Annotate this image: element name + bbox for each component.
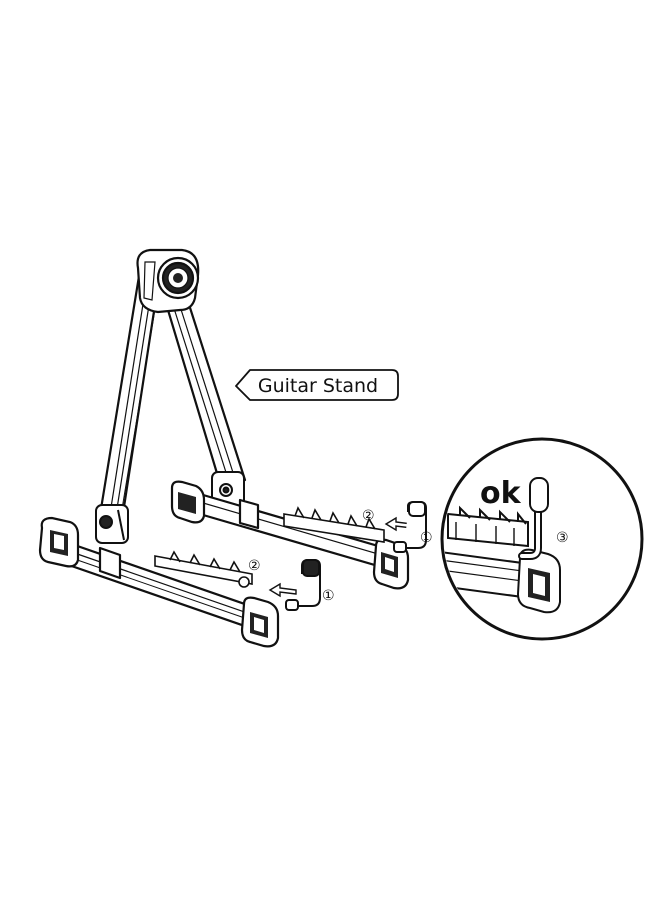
front-insert-arrow: [268, 582, 297, 598]
step-one-front: ①: [322, 588, 335, 604]
front-peg: [285, 559, 321, 611]
guitar-stand-callout: Guitar Stand: [235, 369, 399, 401]
step-one-back: ①: [420, 530, 433, 546]
front-right-foot: [240, 596, 280, 648]
back-peg: [393, 501, 427, 553]
front-base-bar: [58, 538, 264, 634]
detail-peg-cap: [529, 477, 549, 513]
right-knuckle: [211, 471, 245, 509]
step-two-front: ②: [248, 558, 261, 574]
top-hinge: [136, 248, 200, 314]
right-arm: [163, 290, 247, 492]
detail-rack: [447, 512, 529, 548]
left-knuckle: [95, 504, 129, 544]
front-support-rail: [154, 550, 253, 588]
front-left-foot: [38, 516, 80, 568]
back-left-foot: [170, 480, 206, 524]
step-three: ③: [556, 530, 569, 546]
ok-label: ok: [480, 476, 522, 511]
step-two-back: ②: [362, 508, 375, 524]
callout-text: Guitar Stand: [258, 375, 378, 397]
back-support-rail: [283, 506, 385, 543]
detail-circle: ok ③: [440, 437, 644, 641]
